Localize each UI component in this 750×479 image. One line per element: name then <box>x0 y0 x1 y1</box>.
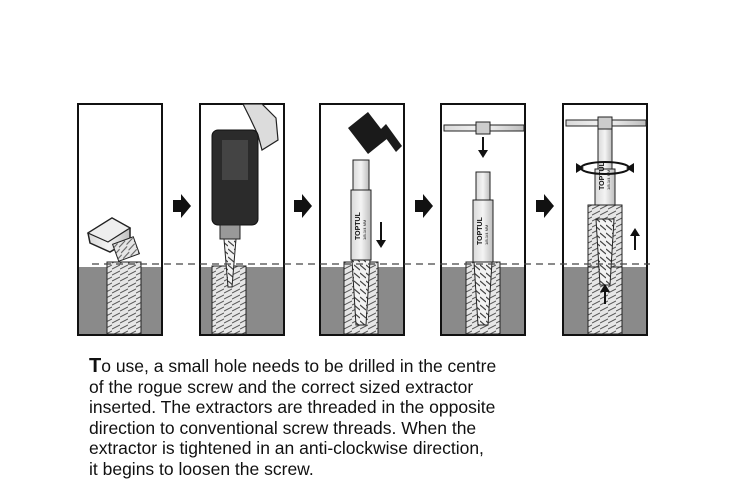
extractor-brand: TOPTUL <box>599 161 606 190</box>
caption-line-1: o use, a small hole needs to be drilled … <box>101 356 496 376</box>
panel-drill <box>200 104 284 335</box>
caption-first-letter: T <box>89 355 101 377</box>
caption-line-4: direction to conventional screw threads.… <box>89 418 689 439</box>
step-arrow-1 <box>173 194 191 218</box>
caption-line-6: it begins to loosen the screw. <box>89 459 689 479</box>
panel-turn: TOPTUL 1/8-1/4 MM <box>563 104 647 335</box>
extractor-size: 1/8-1/4 MM <box>362 220 367 240</box>
step-arrow-4 <box>536 194 554 218</box>
panel-broken-screw <box>78 104 162 335</box>
step-arrow-3 <box>415 194 433 218</box>
caption-line-2: of the rogue screw and the correct sized… <box>89 377 689 398</box>
extractor-brand: TOPTUL <box>477 216 484 245</box>
caption-line-3: inserted. The extractors are threaded in… <box>89 397 689 418</box>
extractor-icon: TOPTUL 1/8-1/4 MM <box>351 160 371 325</box>
caption-line-5: extractor is tightened in an anti-clockw… <box>89 438 689 459</box>
step-arrow-2 <box>294 194 312 218</box>
instructions-text: To use, a small hole needs to be drilled… <box>89 356 689 479</box>
extractor-size: 1/8-1/4 MM <box>606 170 611 190</box>
panel-hammer: TOPTUL 1/8-1/4 MM <box>320 104 404 335</box>
panel-tap-wrench: TOPTUL 1/8-1/4 MM <box>441 104 525 335</box>
extractor-brand: TOPTUL <box>355 211 362 240</box>
extractor-size: 1/8-1/4 MM <box>484 225 489 245</box>
